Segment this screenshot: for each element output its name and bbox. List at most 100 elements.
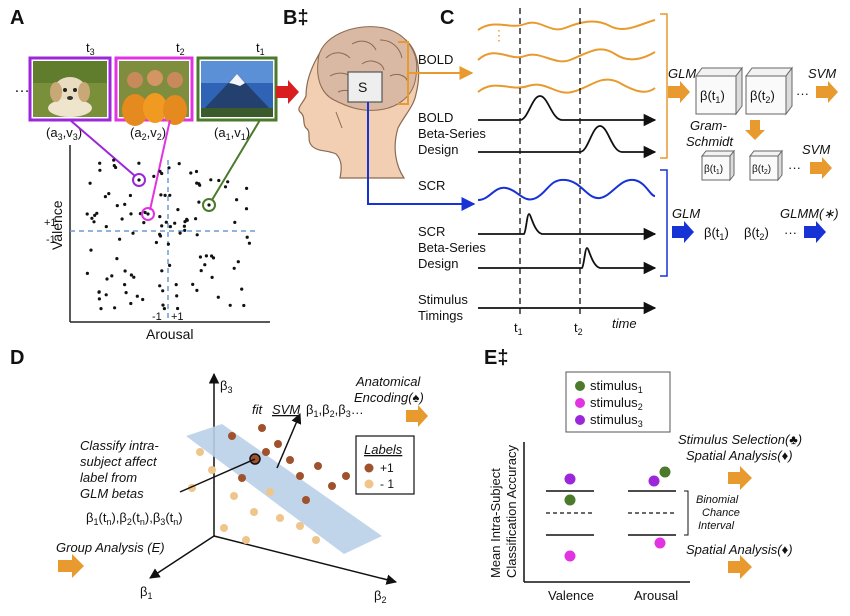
time-label-t2: t2 [176,40,185,57]
label-plus-marker [364,463,374,473]
frame-puppy [28,56,112,122]
orange-arrow-icon [668,81,690,103]
positive-class-point [302,496,310,504]
labels-title: Labels [364,442,403,457]
ortho-ellipsis: ··· [788,160,801,175]
scatter-dot [93,213,97,217]
stimulus-line2: Timings [418,308,464,323]
time-label: time [612,316,637,331]
frame-label-a2v2: (a2,v2) [130,125,166,142]
scatter-dot [129,212,133,216]
beta-cube-t1: β(t1) [695,66,743,116]
chance-line3: Interval [698,520,735,532]
classify-line1: Classify intra- [80,438,159,453]
e-ylabel-line2: Classification Accuracy [504,445,519,578]
scatter-dot [131,231,135,235]
category-valence: Valence [548,588,594,603]
labels-legend: Labels +1 - 1 [355,435,415,495]
orange-arrow-icon [58,554,84,578]
scatter-dot [158,232,162,236]
category-arousal: Arousal [634,588,678,603]
scatter-dot [123,269,127,273]
head-brain-illustration: S [298,26,420,179]
scatter-dot [123,283,127,287]
scatter-dot [195,233,199,237]
scr-beta-line1: SCR [418,224,445,239]
scatter-dot [118,237,122,241]
frame-label-a3v3: (a3,v3) [46,125,82,142]
ortho-beta-t2-label: β(t2) [752,164,771,176]
red-arrow-icon [276,80,299,104]
scatter-dot [105,277,109,281]
valence-minus-one: -1 [46,234,56,246]
panel-b-label: B‡ [283,7,309,29]
positive-class-point [296,472,304,480]
bold-beta-line3: Design [418,142,458,157]
stimulus-2-marker [141,207,155,221]
scatter-dot [160,224,164,228]
stim-selection-line1: Stimulus Selection(♣) [678,432,802,447]
group-analysis-label: Group Analysis (E) [56,540,165,555]
frame-monks [114,56,194,126]
scatter-dot [182,224,186,228]
positive-class-point [328,482,336,490]
glm-label-scr: GLM [672,206,700,221]
scatter-dot [217,178,221,183]
scatter-dot [158,169,162,173]
scatter-dot [159,193,163,197]
scatter-dot [97,297,101,301]
negative-class-point [296,522,304,530]
panel-d-label: D [10,347,24,369]
beta-cube-t2: β(t2) [745,66,793,116]
scatter-dot [164,220,168,224]
beta1-axis [149,535,215,579]
stimulus-line1: Stimulus [418,292,468,307]
arousal-label: Arousal [146,326,193,342]
scatter-dot [245,235,249,239]
puppy-icon [53,77,87,107]
scatter-dot [154,240,158,245]
scatter-points [85,158,251,311]
bold-label: BOLD [418,52,453,67]
svm-label-bottom: SVM [802,142,830,157]
scatter-dot [112,158,116,162]
scatter-dot [92,220,96,224]
scatter-dot [132,275,136,279]
mountain-icon [201,74,273,112]
panel-a: A … t3 t2 t1 (a3,v3) [10,7,278,342]
scatter-dot [129,273,133,277]
anatomical-line2: Encoding(♠) [354,390,424,405]
arousal-stimulus-3-point [648,475,660,487]
orange-arrow-icon [406,405,428,427]
cube-ellipsis: ··· [796,86,809,101]
scatter-dot [160,269,164,273]
negative-class-point [208,466,216,474]
class-points [188,424,350,544]
scatter-dot [176,208,180,212]
scatter-dot [199,269,203,273]
ortho-beta-t1-label: β(t1) [704,164,723,176]
stimulus-legend: stimulus1 stimulus2 stimulus3 [565,371,671,433]
negative-class-point [276,514,284,522]
scatter-dot [143,210,147,215]
positive-class-point [286,456,294,464]
blue-arrow-icon [804,221,826,243]
scatter-dot [168,193,172,197]
betas-tn: β1(tn),β2(tn),β3(tn) [86,510,183,527]
panel-c-label: C [440,7,454,29]
legend-stimulus-1: stimulus1 [590,378,643,395]
scatter-dot [97,290,101,294]
ortho-cube-t2: β(t2) [748,149,784,182]
scatter-dot [189,171,193,175]
scatter-dot [160,171,164,176]
classify-line4: GLM betas [80,486,144,501]
positive-class-point [228,432,236,440]
scatter-dot [195,288,199,292]
scatter-dot [137,161,141,165]
scatter-dot [98,168,102,172]
beta3-label: β3 [220,378,233,395]
fit-betas: β1,β2,β3… [306,402,364,419]
stimulus-1-marker [202,198,216,212]
svm-label-top: SVM [808,66,836,81]
classify-line3: label from [80,470,137,485]
